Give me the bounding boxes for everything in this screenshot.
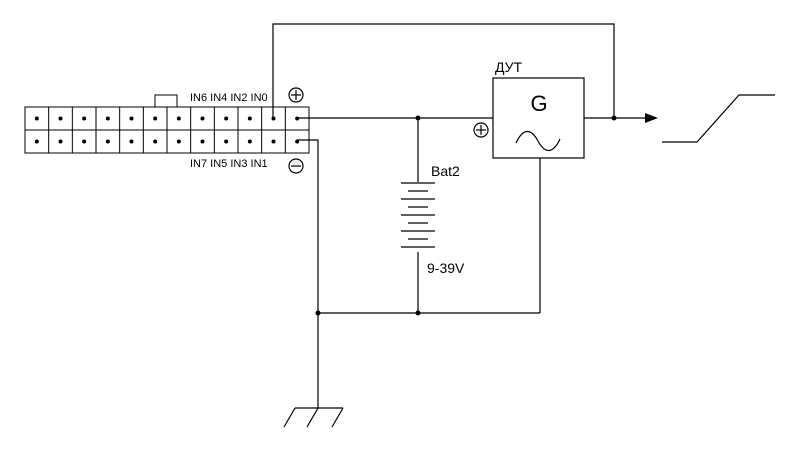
sine-wave-icon xyxy=(515,130,561,152)
device-plus-icon xyxy=(473,122,489,138)
negative-wire xyxy=(297,139,319,408)
ground-icon xyxy=(283,407,344,428)
connector-pin xyxy=(58,116,63,121)
connector-pin xyxy=(82,139,87,144)
junction-dot xyxy=(315,310,321,316)
feedback-wire xyxy=(272,23,615,118)
connector-minus-icon xyxy=(288,158,304,174)
connector-pin xyxy=(129,116,134,121)
battery-voltage: 9-39V xyxy=(427,260,465,276)
junctions xyxy=(315,115,617,316)
wires xyxy=(272,23,648,408)
connector-plus-icon xyxy=(288,87,304,103)
connector-pin xyxy=(224,139,229,144)
connector-pin xyxy=(200,139,205,144)
connector-pin xyxy=(129,139,134,144)
connector-pin xyxy=(176,139,181,144)
battery-symbol xyxy=(401,182,435,248)
junction-dot xyxy=(415,115,421,121)
connector-pin xyxy=(105,116,110,121)
connector-bottom-labels: IN7 IN5 IN3 IN1 xyxy=(190,158,268,170)
connector-key xyxy=(154,94,178,108)
switch-icon xyxy=(662,94,775,143)
connector-pin xyxy=(34,139,39,144)
junction-dot xyxy=(415,310,421,316)
device-box xyxy=(492,77,585,159)
output-arrow-icon xyxy=(645,113,658,123)
connector-pin xyxy=(247,116,252,121)
connector-pin xyxy=(34,116,39,121)
connector-pin xyxy=(247,139,252,144)
connector-block xyxy=(24,94,310,154)
device-symbol: G xyxy=(530,91,547,116)
connector-pin xyxy=(82,116,87,121)
connector-pin xyxy=(58,139,63,144)
connector-pin xyxy=(153,116,158,121)
battery-name: Bat2 xyxy=(431,163,460,179)
connector-top-labels: IN6 IN4 IN2 IN0 xyxy=(190,92,268,104)
connector-pin xyxy=(224,116,229,121)
connector-pin xyxy=(200,116,205,121)
connector-pin xyxy=(176,116,181,121)
connector-pin xyxy=(271,139,276,144)
connector-pin xyxy=(153,139,158,144)
connector-pin xyxy=(105,139,110,144)
junction-dot xyxy=(611,115,617,121)
device-title: ДУТ xyxy=(495,59,523,75)
